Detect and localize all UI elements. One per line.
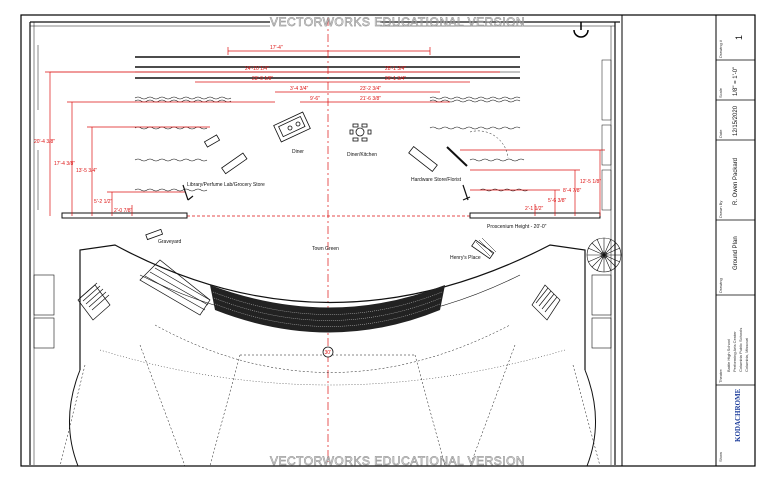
- dim-24-10: 24'-10 1/4": [245, 66, 269, 72]
- proscenium-wall: [61, 212, 601, 219]
- anchor-icon: [573, 22, 589, 38]
- stage-stairs: [77, 259, 561, 321]
- tb-scale-cap: Scale: [718, 87, 723, 98]
- watermark-bottom: VECTORWORKS EDUCATIONAL VERSION: [270, 454, 525, 468]
- dim-21-6: 21'-6 3/8": [360, 96, 381, 102]
- watermark-top: VECTORWORKS EDUCATIONAL VERSION: [270, 15, 525, 29]
- dim-17-4-v: 17'-4 3/8": [54, 161, 75, 167]
- label-graveyard: Graveyard: [158, 239, 182, 245]
- tb-drawing-cap: Drawing: [718, 278, 723, 293]
- label-hardware: Hardware Store/Florist: [411, 177, 462, 183]
- dim-2-0: 2'-0 7/8": [114, 208, 133, 214]
- dim-5-2: 5'-2 1/2": [94, 199, 113, 205]
- dim-26-1: 26'-1 3/4": [385, 76, 406, 82]
- tb-scale: 1/8" = 1'-0": [733, 67, 739, 96]
- label-town-green: Town Green: [312, 246, 339, 252]
- label-diner-kitchen: Diner/Kitchen: [347, 152, 377, 158]
- diner-unit: [273, 111, 311, 143]
- hardware-counter: [408, 146, 438, 172]
- seating-block: [210, 285, 445, 333]
- tb-drawn-by-cap: Drawn By: [718, 201, 723, 218]
- scene-labels: Diner Diner/Kitchen Library/Perfume Lab/…: [158, 149, 547, 261]
- tb-drawing-no-cap: Drawing #: [718, 39, 723, 58]
- tb-show: KODACHROME: [734, 388, 742, 442]
- dim-12-5: 12'-5 1/8": [580, 179, 601, 185]
- linesets: [134, 56, 529, 192]
- dim-23-2: 23'-2 3/4": [360, 86, 381, 92]
- tb-theatre-line-1: Battle High School: [726, 339, 731, 372]
- hardware-flat: [446, 146, 468, 167]
- dim-2-1: 2'-1 1/2": [525, 206, 544, 212]
- title-block: Drawing # 1 Scale 1/8" = 1'-0" Date 12/1…: [716, 35, 755, 462]
- dim-20-4: 20'-4 3/8": [34, 139, 55, 145]
- dim-8-4: 8'-4 7/8": [563, 188, 582, 194]
- henrys-place-bench: [471, 237, 497, 260]
- tb-drawing-no: 1: [734, 35, 744, 40]
- tb-theatre-line-4: Columbia, Missouri: [744, 338, 749, 372]
- tb-theatre-line-3: Columbia Public Schools: [738, 328, 743, 372]
- library-table: [221, 152, 248, 175]
- tb-drawn-by: R. Owen Packard: [733, 158, 739, 205]
- tb-theatre-cap: Theatre: [718, 368, 723, 383]
- dim-13-5: 13'-5 3/4": [76, 168, 97, 174]
- graveyard-bench: [145, 228, 164, 241]
- set-pieces: [145, 111, 509, 260]
- label-proscenium: Proscenium Height - 20'-0": [487, 224, 547, 230]
- dim-30: 30': [325, 350, 332, 356]
- spiral-stair-icon: [586, 237, 622, 273]
- center-mark-icon: 30': [322, 346, 334, 358]
- dimension-labels: 17'-4" 24'-10 1/4" 28'-1 3/4" 23'-0 1/8"…: [34, 45, 601, 214]
- label-diner: Diner: [292, 149, 304, 155]
- dim-3-4: 3'-4 3/4": [290, 86, 309, 92]
- diner-kitchen-table: [349, 123, 372, 142]
- tb-date-cap: Date: [718, 129, 723, 138]
- theatre-walls: [29, 21, 620, 465]
- tb-drawing: Ground Plan: [733, 236, 739, 270]
- dim-5-6: 5'-6 3/8": [548, 198, 567, 204]
- label-henrys-place: Henry's Place: [450, 255, 481, 261]
- dimension-lines: [45, 47, 605, 216]
- label-library: Library/Perfume Lab/Grocery Store: [187, 182, 265, 188]
- library-bench: [203, 134, 221, 148]
- drawing-frame: [20, 14, 756, 467]
- tb-date: 12/15/2020: [733, 105, 739, 136]
- dim-9-6: 9'-6": [310, 96, 320, 102]
- dim-28-1: 28'-1 3/4": [385, 66, 406, 72]
- dim-17-4: 17'-4": [270, 45, 283, 51]
- apron-and-house: [59, 244, 601, 467]
- tb-show-cap: Show: [718, 452, 723, 462]
- dim-23-0: 23'-0 1/8": [252, 76, 273, 82]
- tb-theatre-line-2: Performing Arts Center: [732, 331, 737, 372]
